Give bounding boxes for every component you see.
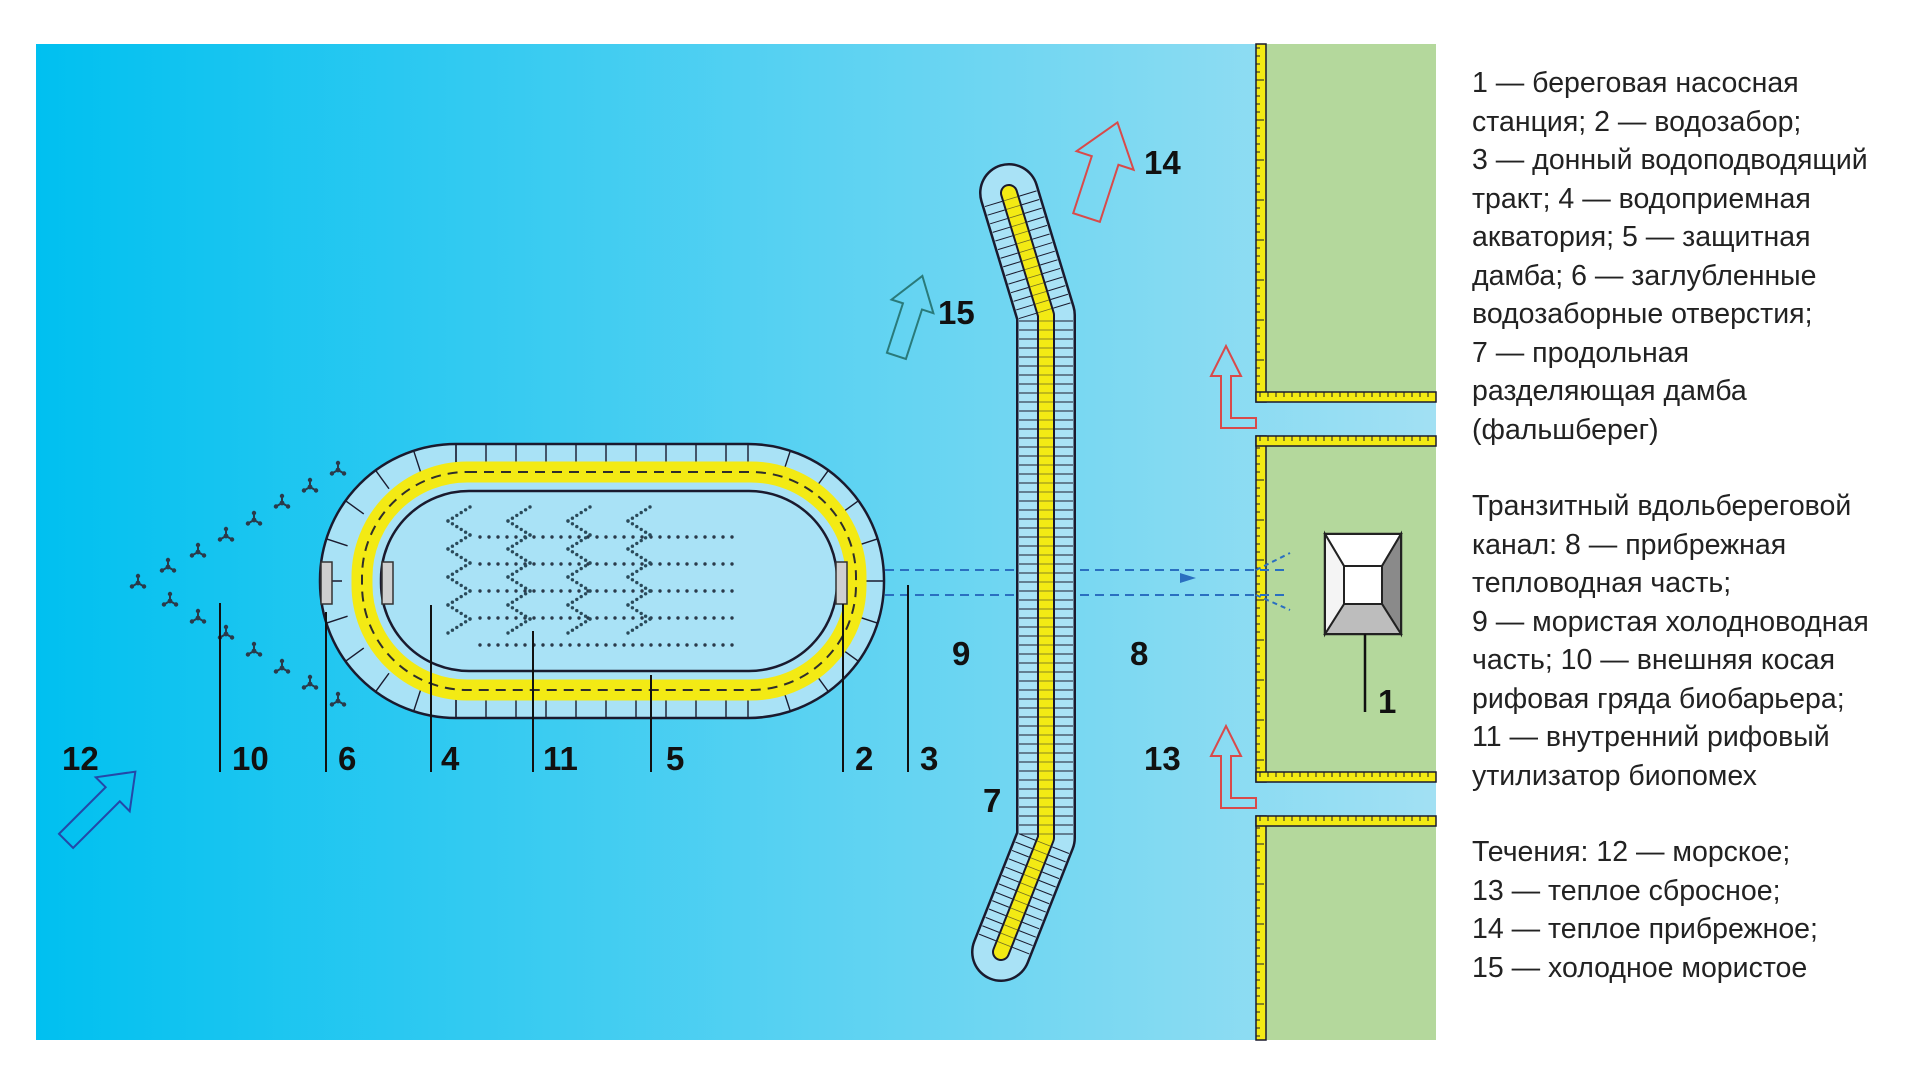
longitudinal-dam-ticks [978, 190, 1073, 955]
label-3: 3 [920, 740, 938, 777]
label-4: 4 [441, 740, 460, 777]
inner-reef-utilizer [446, 505, 734, 647]
land-block-bottom [1256, 816, 1436, 1040]
label-5: 5 [666, 740, 684, 777]
shore-land [1256, 44, 1436, 1040]
protective-dam [318, 442, 886, 720]
label-7: 7 [983, 782, 1001, 819]
legend: 1 — береговая насосная станция; 2 — водо… [1472, 64, 1912, 1025]
warm-coastal-current-arrow-icon [1071, 120, 1136, 224]
water-intake [835, 561, 848, 605]
label-12: 12 [62, 740, 99, 777]
longitudinal-dividing-dam [971, 163, 1076, 982]
label-10: 10 [232, 740, 269, 777]
legend-transit-channel: Транзитный вдольбереговой канал: 8 — при… [1472, 490, 1869, 792]
sea-current-arrow-icon [57, 770, 137, 850]
warm-discharge-current-arrow-icon-lower [1209, 723, 1257, 809]
label-1: 1 [1378, 683, 1396, 720]
land-block-top [1256, 44, 1436, 402]
label-6: 6 [338, 740, 356, 777]
legend-currents: Течения: 12 — морское; 13 — теплое сброс… [1472, 836, 1818, 984]
intake-opening-inner [381, 561, 394, 605]
longitudinal-dam-crest-ticks [997, 196, 1053, 947]
bottom-water-supply-tract [870, 552, 1291, 611]
outer-reef-ridge [129, 460, 347, 707]
label-13: 13 [1144, 740, 1181, 777]
label-15: 15 [938, 294, 975, 331]
leader-lines [219, 585, 909, 772]
intake-opening-outer [320, 561, 333, 605]
label-8: 8 [1130, 635, 1148, 672]
intake-aquatory [379, 489, 839, 673]
number-labels: 1 2 3 4 5 6 7 8 9 10 11 12 13 14 15 [62, 144, 1396, 819]
label-11: 11 [543, 740, 578, 777]
label-14: 14 [1144, 144, 1181, 181]
legend-structures: 1 — береговая насосная станция; 2 — водо… [1472, 67, 1868, 446]
shore-embankment [1255, 43, 1437, 1041]
intake-scheme-diagram: 1 2 3 4 5 6 7 8 9 10 11 12 13 14 15 [36, 43, 1437, 1041]
warm-discharge-current-arrow-icon-upper [1209, 343, 1257, 429]
intake-openings [320, 561, 848, 605]
label-9: 9 [952, 635, 970, 672]
shore-pumping-station [1323, 530, 1403, 712]
cold-offshore-current-arrow-icon [885, 274, 935, 361]
label-2: 2 [855, 740, 873, 777]
